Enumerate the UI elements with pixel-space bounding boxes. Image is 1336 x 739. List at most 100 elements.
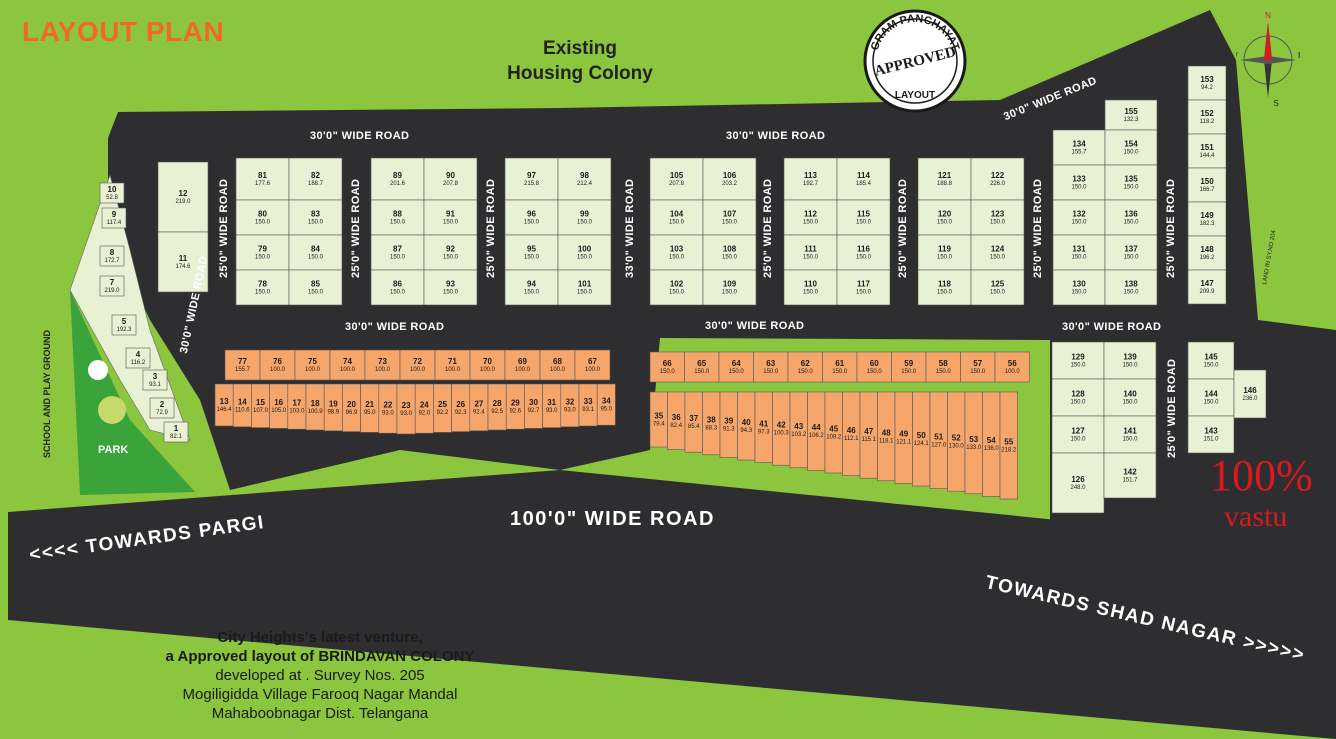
plot-24-area: 92.0 [418,411,430,417]
plot-93-shape [423,269,478,306]
plot-105-number: 105 [670,171,684,180]
plot-150-area: 166.7 [1199,187,1215,193]
plot-126-number: 126 [1071,475,1085,484]
plot-26-number: 26 [456,400,465,409]
park-ground [70,290,195,495]
plot-19-area: 98.9 [327,409,339,415]
plot-40-area: 94.3 [740,428,752,434]
plot-155-area: 132.3 [1123,117,1139,123]
plot-122 [970,157,1025,201]
plot-100-area: 150.0 [577,255,593,261]
plot-13-area: 146.4 [217,407,233,413]
plot-74-shape [329,349,366,381]
plot-94-number: 94 [527,280,536,289]
plot-142-shape [1103,452,1157,499]
plot-99-area: 150.0 [577,220,593,226]
plot-75-number: 75 [308,357,317,366]
plot-84 [288,234,343,271]
plot-133-area: 150.0 [1071,185,1087,191]
plot-101-number: 101 [578,280,592,289]
plot-151-area: 144.4 [1199,153,1215,159]
plot-108-number: 108 [723,245,737,254]
plot-132-area: 150.0 [1071,220,1087,226]
compass-needle-north [1264,22,1272,60]
plot-39-number: 39 [724,417,733,426]
plot-113-number: 113 [804,171,817,180]
plot-68-number: 68 [553,357,562,366]
plot-67 [574,349,611,381]
plot-12-area: 219.0 [175,199,191,205]
plot-130-area: 150.0 [1071,290,1087,296]
plot-34-number: 34 [602,397,611,406]
compass-rose-icon: N S W E [1236,11,1300,108]
plot-97 [504,157,559,201]
plot-56-shape [994,351,1030,383]
plot-81-number: 81 [258,171,267,180]
school-play-ground-label: SCHOOL AND PLAY GROUND [42,329,52,458]
plot-51-area: 127.0 [931,442,947,448]
plot-114-area: 185.4 [856,181,872,187]
plot-71-shape [434,349,471,381]
plot-134-number: 134 [1072,140,1086,149]
plot-91-area: 150.0 [443,220,459,226]
plot-97-area: 215.8 [524,181,540,187]
plot-129-area: 150.0 [1070,363,1086,369]
plot-1-number: 1 [174,424,179,433]
plot-32-number: 32 [565,397,574,406]
plot-150-shape [1187,167,1227,203]
plot-57 [960,351,996,383]
plot-113 [783,157,838,201]
plot-25-area: 92.2 [437,410,449,416]
plot-7 [99,275,125,297]
plot-4-area: 116.2 [131,360,146,366]
plot-78-area: 150.0 [255,290,271,296]
stamp-outer-ring [863,9,967,113]
plot-44-area: 106.2 [809,433,825,439]
plot-48-number: 48 [882,428,891,437]
footer-description: City Heights's latest venture, a Approve… [110,628,530,723]
plot-33-area: 93.1 [582,407,594,413]
plot-27-number: 27 [474,399,483,408]
plot-97-shape [504,157,559,201]
plot-153-area: 94.2 [1201,85,1213,91]
plot-73 [364,349,401,381]
park-fountain [88,360,108,380]
plot-84-area: 150.0 [308,255,324,261]
plot-111-shape [783,234,838,271]
plot-107 [702,199,757,236]
plot-3-shape [142,369,168,391]
plot-19-number: 19 [329,399,338,408]
plot-99 [557,199,612,236]
plot-82-shape [288,157,343,201]
plot-28-number: 28 [493,399,502,408]
plot-56 [994,351,1030,383]
plot-15-number: 15 [256,398,265,407]
plot-82-number: 82 [311,171,320,180]
plot-116 [836,234,891,271]
plot-153-shape [1187,65,1227,101]
plot-145-number: 145 [1204,353,1218,362]
plot-118-number: 118 [938,280,951,289]
plot-117-area: 150.0 [856,290,872,296]
plot-48-area: 118.1 [879,438,894,444]
plot-81 [235,157,290,201]
plot-27-area: 92.4 [473,409,485,415]
plot-42-area: 100.3 [774,431,790,437]
compass-south-label: S [1273,99,1278,108]
plot-31-area: 93.0 [546,408,558,414]
plot-71 [434,349,471,381]
plot-104-area: 150.0 [669,220,685,226]
plot-70-number: 70 [483,357,492,366]
plot-109-number: 109 [723,280,737,289]
plot-123-number: 123 [991,210,1005,219]
compass-north-label: N [1265,11,1271,20]
plot-3-area: 93.1 [149,382,161,388]
plot-85-number: 85 [311,280,320,289]
plot-58-number: 58 [939,359,948,368]
plot-20-area: 96.9 [346,410,358,416]
plot-124-area: 150.0 [990,255,1006,261]
plot-114-shape [836,157,891,201]
plot-5-shape [111,314,137,336]
plot-39-area: 91.3 [723,427,735,433]
plot-126-shape [1051,452,1105,514]
